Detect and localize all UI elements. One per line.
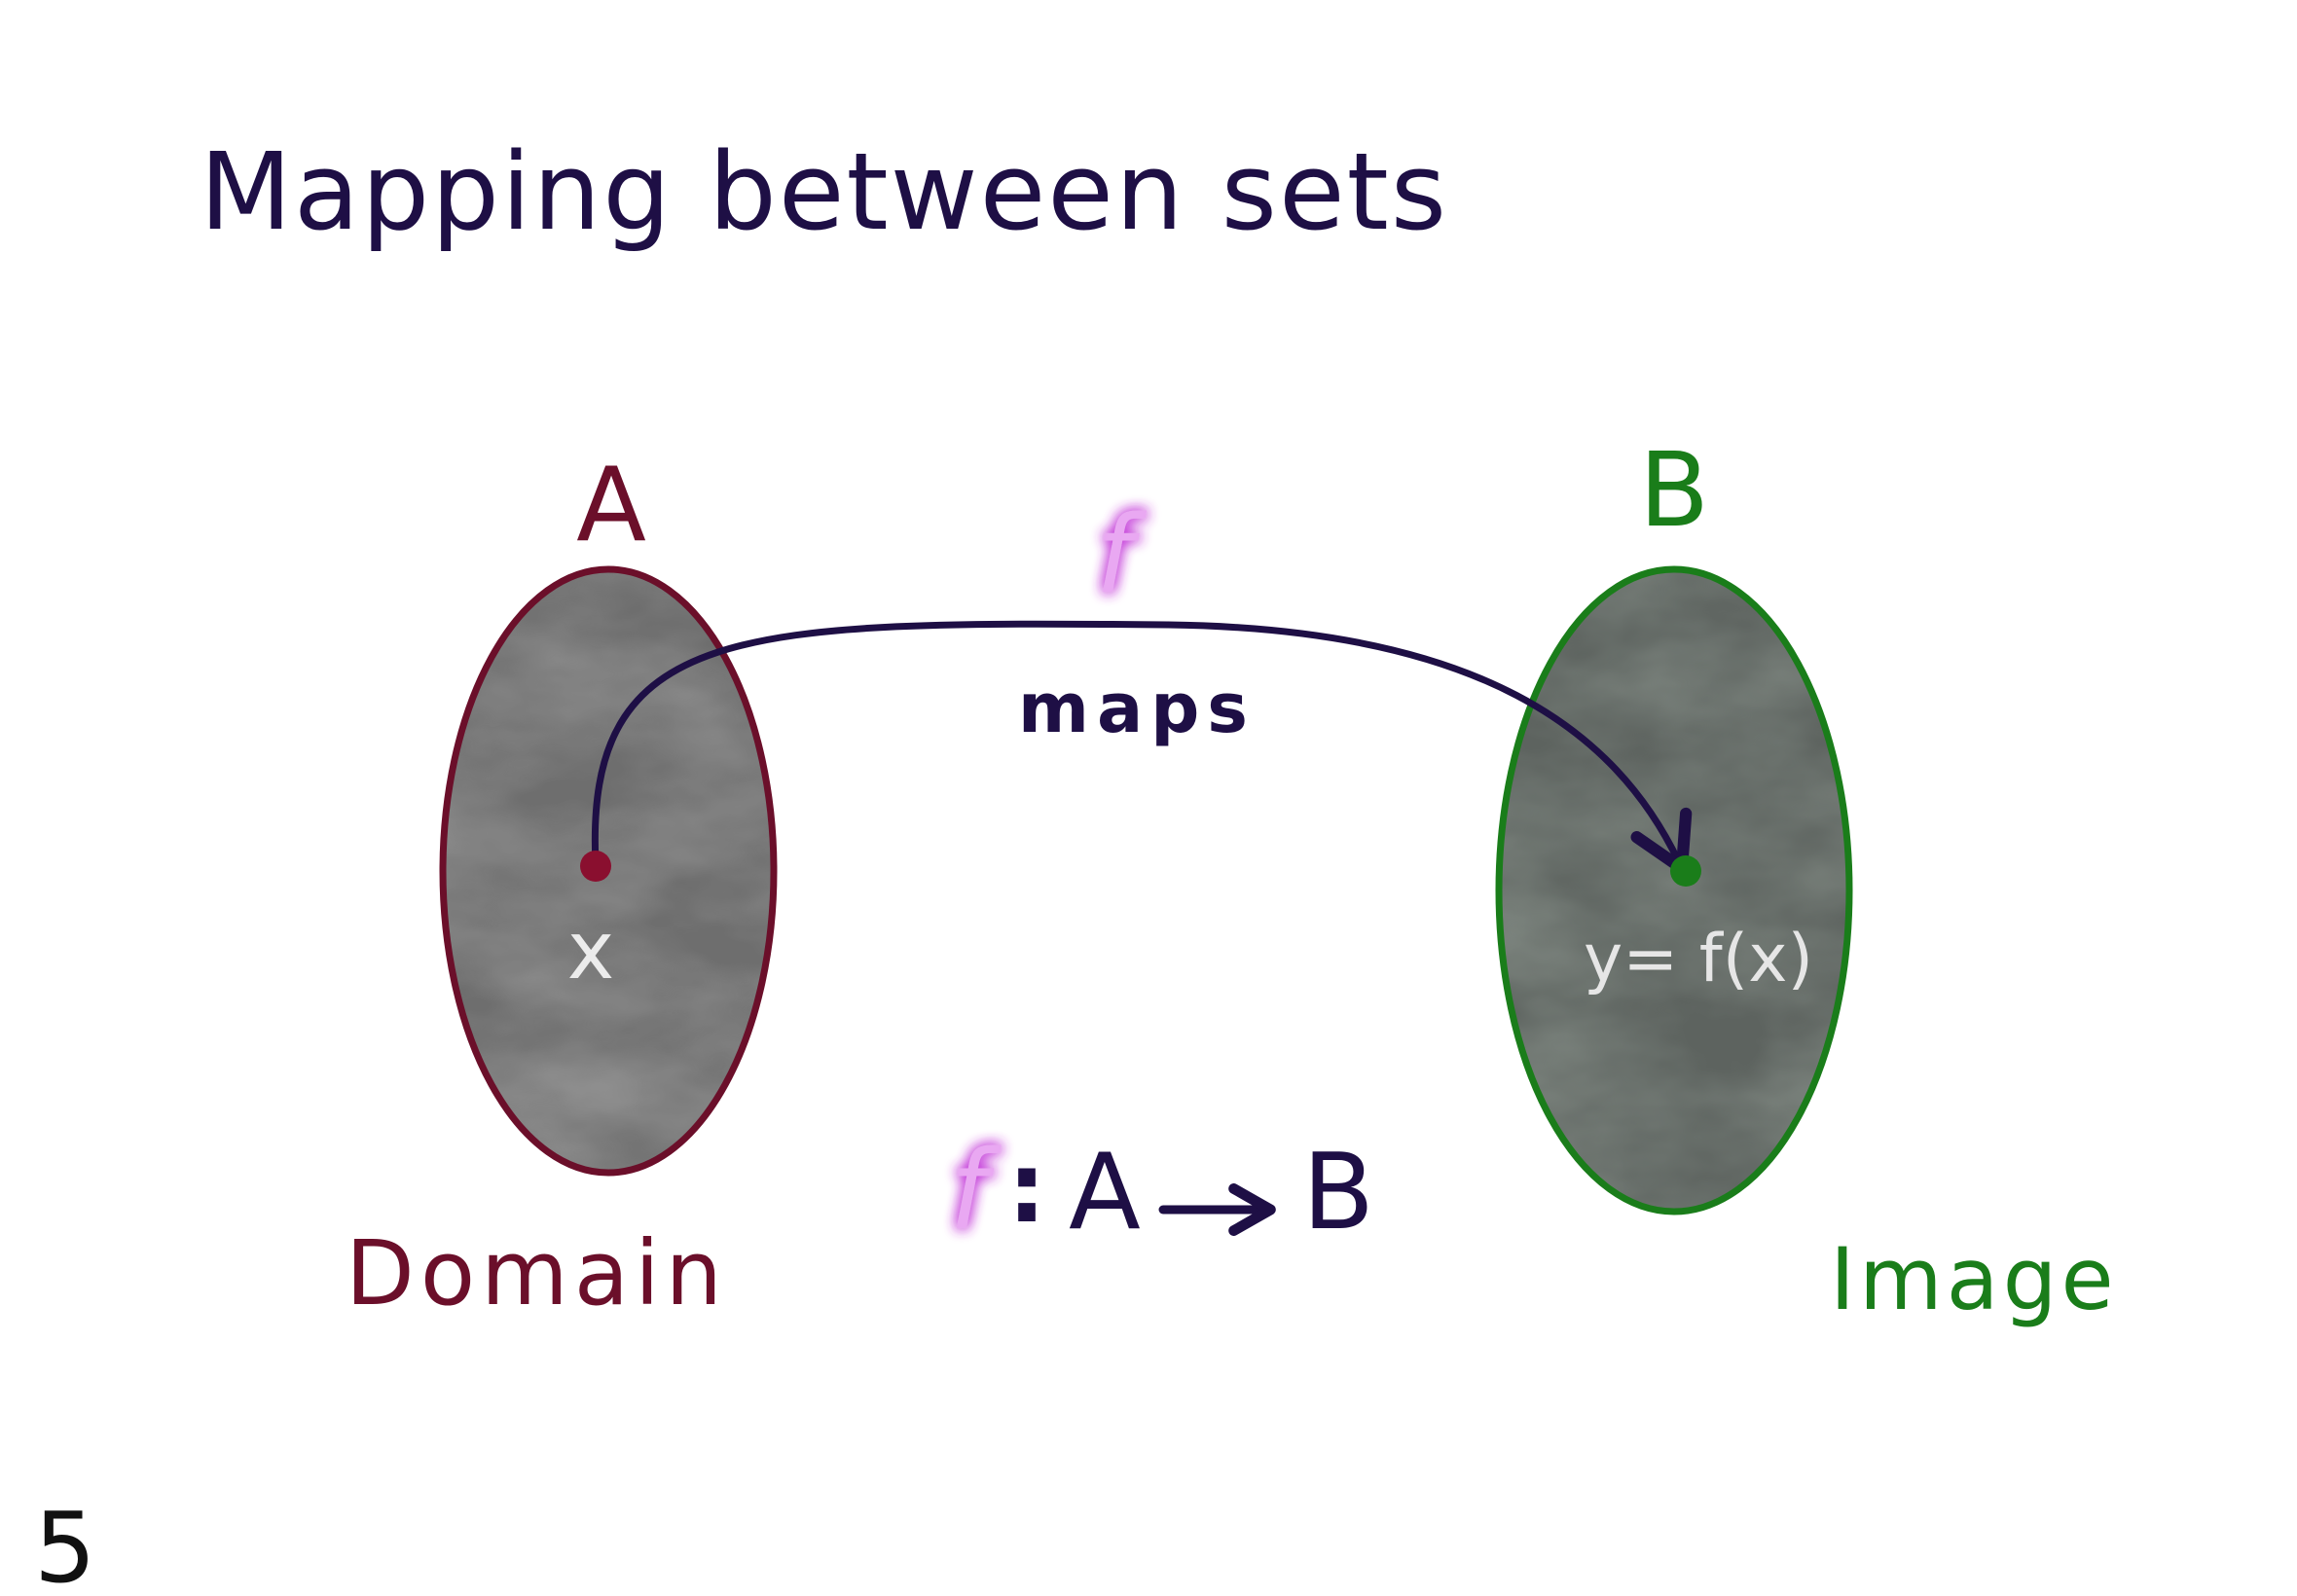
page-number: 5 <box>34 1491 96 1596</box>
set-a-outline <box>439 565 778 1177</box>
set-b <box>1495 565 1853 1215</box>
set-a-label: A <box>576 446 646 564</box>
image-caption: Image <box>1830 1229 2118 1329</box>
domain-caption: Domain <box>346 1221 728 1325</box>
element-y-label: y= f(x) <box>1584 921 1813 998</box>
notation-to: B <box>1302 1132 1374 1253</box>
point-y <box>1670 855 1701 887</box>
set-b-texture <box>1499 569 1849 1212</box>
notation-colon: : <box>1007 1131 1046 1245</box>
set-b-outline <box>1495 565 1853 1215</box>
notation-from: A <box>1069 1132 1141 1253</box>
point-x <box>580 851 611 882</box>
set-b-label: B <box>1639 431 1709 550</box>
page-title: Mapping between sets <box>200 129 1448 254</box>
function-name: f <box>1096 492 1148 617</box>
element-x-label: x <box>567 905 615 998</box>
function-notation: f : A B <box>949 1128 1374 1254</box>
mapping-arrow <box>591 620 1693 875</box>
notation-f: f <box>949 1128 1002 1254</box>
maps-label: maps <box>1018 669 1256 748</box>
